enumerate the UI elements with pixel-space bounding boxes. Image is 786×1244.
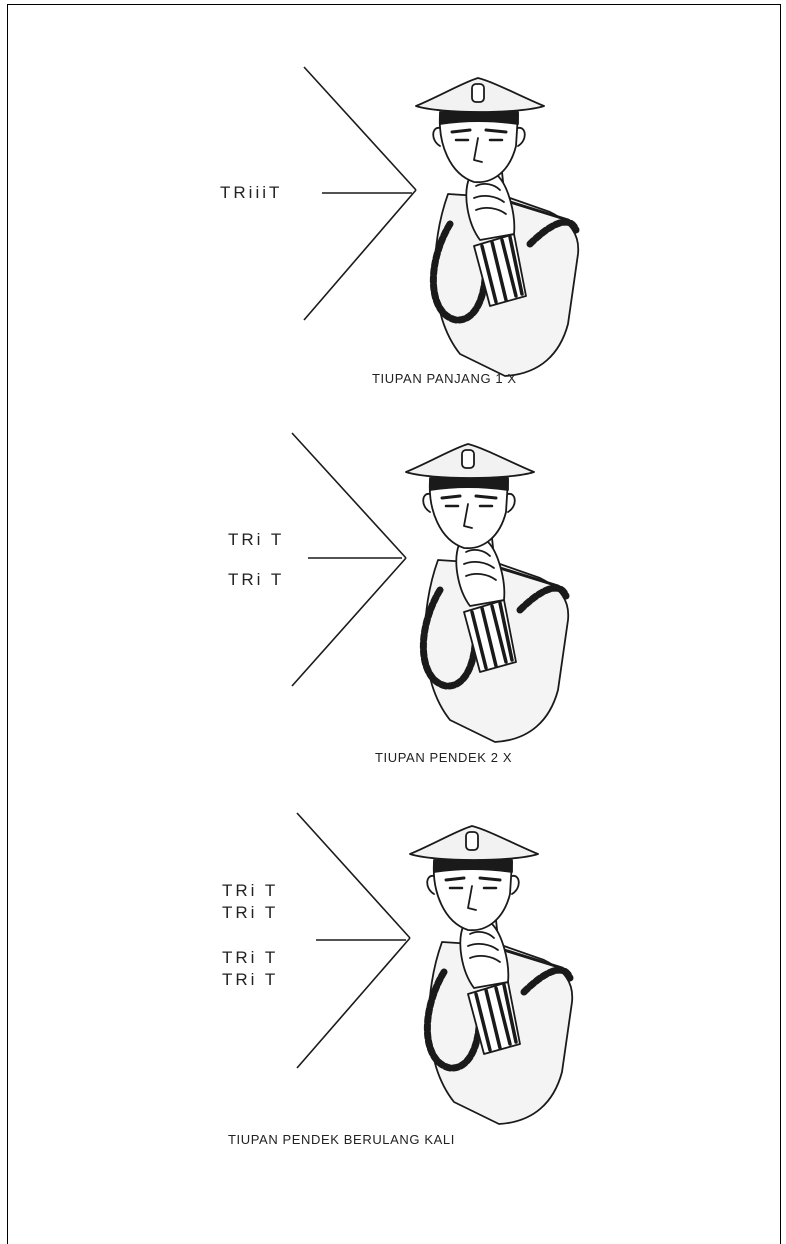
whistle-signal-diagram (0, 760, 786, 1221)
whistle-sound-label: TRi T (228, 569, 284, 591)
officer-figure (406, 444, 568, 742)
whistle-signal-diagram (0, 0, 786, 380)
whistle-sound-label: TRi T (228, 529, 284, 551)
sound-wedge-lines (292, 433, 406, 686)
whistle-sound-label: TRi T (222, 947, 278, 969)
whistle-panel-repeated: TRi T TRi T TRi T TRi T TIUPAN PENDEK BE… (0, 760, 786, 1221)
officer-figure (416, 78, 578, 376)
panel-caption: TIUPAN PENDEK BERULANG KALI (228, 1132, 455, 1147)
whistle-sound-label: TRi T (222, 880, 278, 902)
whistle-signal-diagram (0, 380, 786, 760)
sound-wedge-lines (304, 67, 416, 320)
whistle-sound-label: TRi T (222, 902, 278, 924)
whistle-panel-short-2: TRi T TRi T TIUPAN PENDEK 2 X (0, 380, 786, 760)
officer-figure (410, 826, 572, 1124)
whistle-sound-label: TRi T (222, 969, 278, 991)
whistle-sound-label: TRiiiT (220, 182, 282, 204)
whistle-panel-long-1: TRiiiT TIUPAN PANJANG 1 X (0, 0, 786, 380)
sound-wedge-lines (297, 813, 410, 1068)
